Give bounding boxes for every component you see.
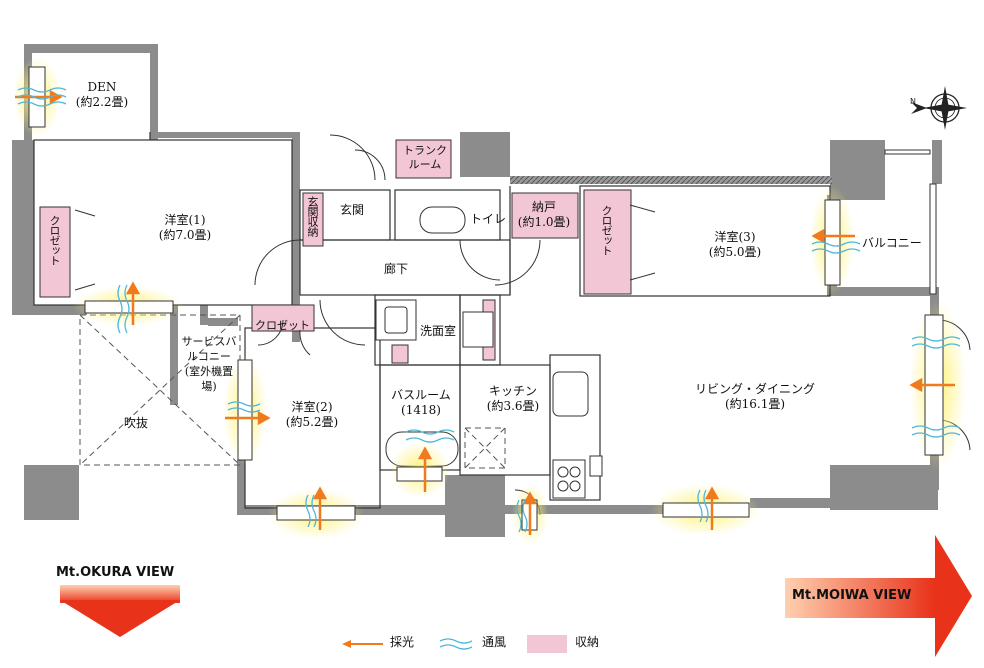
compass-letter: N <box>910 97 916 106</box>
den-label: DEN(約2.2畳) <box>75 80 129 109</box>
living-label: リビング・ダイニング(約16.1畳) <box>694 382 815 411</box>
entrance-label: 玄関 <box>340 203 365 217</box>
western2-label: 洋室(2)(約5.2畳) <box>285 400 339 429</box>
service-balcony-label: サービスバルコニー(室外機置場) <box>181 335 237 393</box>
window-frames <box>28 66 944 531</box>
closet-label-3: クロゼット <box>600 205 613 255</box>
bathroom-label: バスルーム(1418) <box>391 388 451 417</box>
western1-label: 洋室(1)(約7.0畳) <box>158 213 212 242</box>
washroom-label: 洗面室 <box>420 324 457 338</box>
eave-hatch <box>510 176 832 184</box>
moiwa-view-label: Mt.MOIWA VIEW <box>792 588 912 603</box>
okura-view-label: Mt.OKURA VIEW <box>56 565 175 580</box>
toilet-label: トイレ <box>470 212 507 226</box>
western3-label: 洋室(3)(約5.0畳) <box>708 230 762 259</box>
trunk-room-label: トランクルーム <box>403 144 447 171</box>
legend-storage-label: 収納 <box>575 635 600 649</box>
corridor-label: 廊下 <box>384 262 409 276</box>
legend-icons <box>342 635 567 653</box>
legend-wind-label: 通風 <box>482 635 507 649</box>
view-arrow-moiwa <box>785 535 972 657</box>
storage-areas <box>39 139 632 364</box>
entrance-storage-label: 玄関収納 <box>306 196 319 236</box>
void-label: 吹抜 <box>124 416 149 430</box>
compass-icon <box>911 86 967 130</box>
legend-light-label: 採光 <box>390 635 415 649</box>
storeroom-label: 納戸(約1.0畳) <box>517 200 571 229</box>
closet-label-1: クロゼット <box>48 215 61 265</box>
view-arrow-okura <box>60 585 180 637</box>
closet-label-2: クロゼット <box>255 319 310 332</box>
balcony-label: バルコニー <box>862 236 922 250</box>
light-arrows <box>15 89 955 535</box>
wind-marks <box>17 87 961 533</box>
walls <box>12 44 942 537</box>
kitchen-label: キッチン(約3.6畳) <box>486 384 540 413</box>
